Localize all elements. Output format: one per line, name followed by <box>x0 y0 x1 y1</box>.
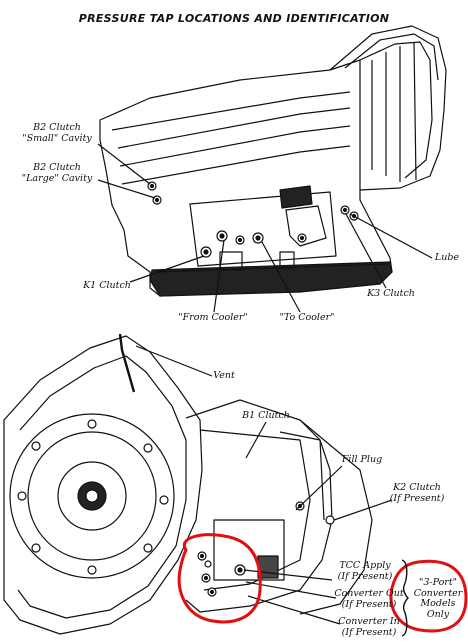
highlight-circle-3port <box>389 559 468 633</box>
label-converter-out: Converter Out (If Present) <box>334 588 404 610</box>
upper-transmission-drawing <box>99 25 447 297</box>
label-lube: Lube <box>434 252 460 263</box>
lower-transmission-drawing <box>3 333 373 635</box>
brace <box>401 559 409 637</box>
label-b1-clutch: B1 Clutch <box>242 410 290 421</box>
label-k3-clutch: K3 Clutch <box>367 288 415 299</box>
page-title: PRESSURE TAP LOCATIONS AND IDENTIFICATIO… <box>78 12 390 25</box>
highlight-circle-taps <box>177 533 262 624</box>
label-b2-large: B2 Clutch "Large" Cavity <box>21 162 93 184</box>
label-tcc-apply: TCC Apply (If Present) <box>337 560 393 582</box>
label-b2-small: B2 Clutch "Small" Cavity <box>22 122 92 144</box>
label-converter-in: Converter In (If Present) <box>338 616 400 638</box>
label-k1-clutch: K1 Clutch <box>83 280 131 291</box>
label-k2-clutch: K2 Clutch (If Present) <box>389 482 445 504</box>
label-to-cooler: "To Cooler" <box>279 312 335 323</box>
label-from-cooler: "From Cooler" <box>178 312 248 323</box>
label-fill-plug: Fill Plug <box>341 454 383 465</box>
label-vent: Vent <box>213 370 235 381</box>
label-3-port: "3-Port" Converter Models Only <box>413 577 463 620</box>
